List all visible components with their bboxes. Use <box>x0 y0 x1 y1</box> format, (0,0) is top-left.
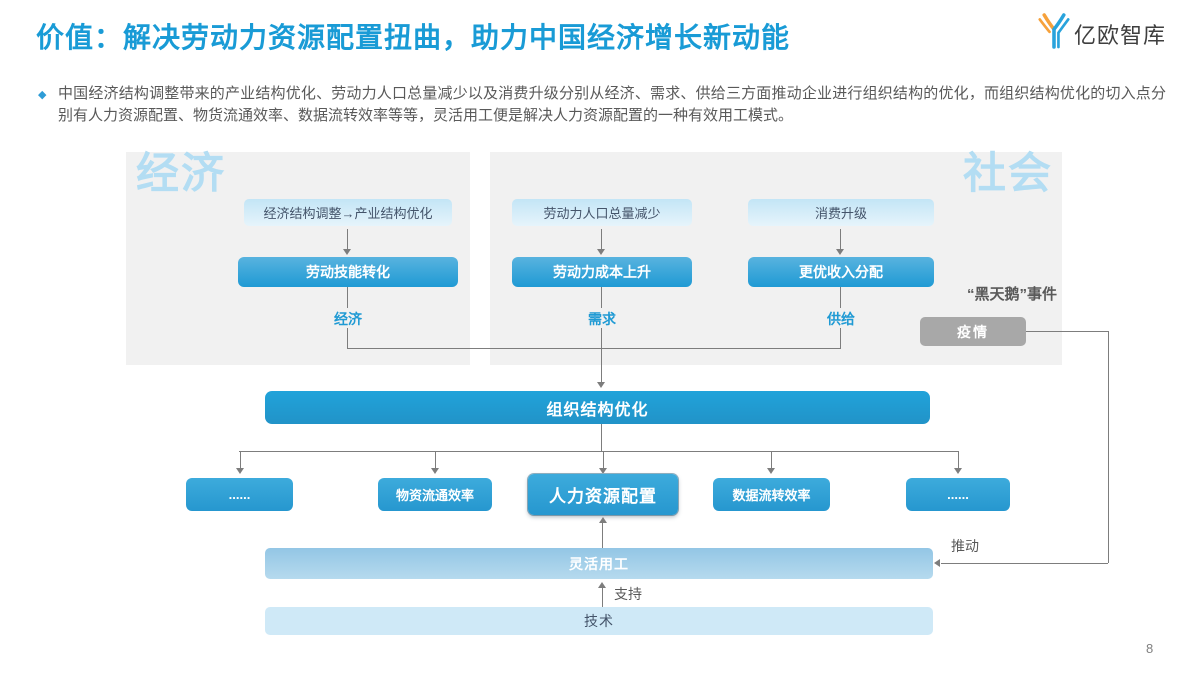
connector-line <box>347 229 348 250</box>
watermark-economy: 经济 <box>136 150 226 198</box>
arrow-down-icon <box>597 249 605 255</box>
brand-logo-text: 亿欧智库 <box>1074 22 1167 48</box>
connector-line <box>601 328 602 382</box>
connector-line <box>840 287 841 308</box>
connector-line <box>601 424 602 451</box>
connector-line <box>941 563 1108 564</box>
child-box-hr-allocation: 人力资源配置 <box>528 474 678 515</box>
connector-line <box>771 451 772 469</box>
connector-line <box>347 348 841 349</box>
child-box-logistics: 物资流通效率 <box>378 478 492 511</box>
support-label: 支持 <box>614 586 642 602</box>
connector-line <box>602 523 603 548</box>
arrow-down-icon <box>236 468 244 474</box>
org-structure-box: 组织结构优化 <box>265 391 930 424</box>
child-box-data-flow: 数据流转效率 <box>713 478 830 511</box>
connector-line <box>840 229 841 250</box>
technology-box: 技术 <box>265 607 933 635</box>
connector-line <box>347 287 348 308</box>
page-number: 8 <box>1146 641 1154 656</box>
connector-line <box>602 588 603 607</box>
cause-box-economy: 经济结构调整→产业结构优化 <box>244 199 452 226</box>
dimension-label-supply: 供给 <box>827 311 855 327</box>
connector-line <box>435 451 436 469</box>
arrow-down-icon <box>431 468 439 474</box>
eo-logo-icon <box>1038 12 1070 55</box>
arrow-down-icon <box>343 249 351 255</box>
brand-logo: 亿欧智库 <box>1038 12 1166 55</box>
page-title: 价值：解决劳动力资源配置扭曲，助力中国经济增长新动能 <box>36 22 791 53</box>
arrow-up-icon <box>599 517 607 523</box>
connector-line <box>239 451 958 452</box>
dimension-label-demand: 需求 <box>588 311 616 327</box>
bullet-diamond-icon: ◆ <box>38 89 47 101</box>
black-swan-title: “黑天鹅”事件 <box>967 286 1058 303</box>
connector-line <box>601 229 602 250</box>
connector-line <box>240 451 241 469</box>
arrow-down-icon <box>954 468 962 474</box>
connector-line <box>840 328 841 348</box>
arrow-down-icon <box>767 468 775 474</box>
cause-box-demand: 劳动力人口总量减少 <box>512 199 692 226</box>
arrow-up-icon <box>598 582 606 588</box>
connector-line <box>958 451 959 469</box>
connector-line <box>347 328 348 348</box>
intro-paragraph: 中国经济结构调整带来的产业结构优化、劳动力人口总量减少以及消费升级分别从经济、需… <box>58 85 1166 124</box>
push-label: 推动 <box>951 538 979 554</box>
watermark-society: 社会 <box>963 150 1053 198</box>
arrow-down-icon <box>597 382 605 388</box>
cause-box-supply: 消费升级 <box>748 199 934 226</box>
arrow-down-icon <box>599 468 607 474</box>
child-box-others-left: ...... <box>186 478 293 511</box>
dimension-label-economy: 经济 <box>334 311 362 327</box>
arrow-left-icon <box>934 559 940 567</box>
connector-line <box>1026 331 1108 332</box>
connector-line <box>601 287 602 308</box>
arrow-down-icon <box>836 249 844 255</box>
connector-line <box>603 451 604 469</box>
effect-box-supply: 更优收入分配 <box>748 257 934 287</box>
child-box-others-right: ...... <box>906 478 1010 511</box>
flexible-work-box: 灵活用工 <box>265 548 933 579</box>
connector-line <box>1108 331 1109 563</box>
epidemic-box: 疫情 <box>920 317 1026 346</box>
effect-box-demand: 劳动力成本上升 <box>512 257 692 287</box>
effect-box-economy: 劳动技能转化 <box>238 257 458 287</box>
